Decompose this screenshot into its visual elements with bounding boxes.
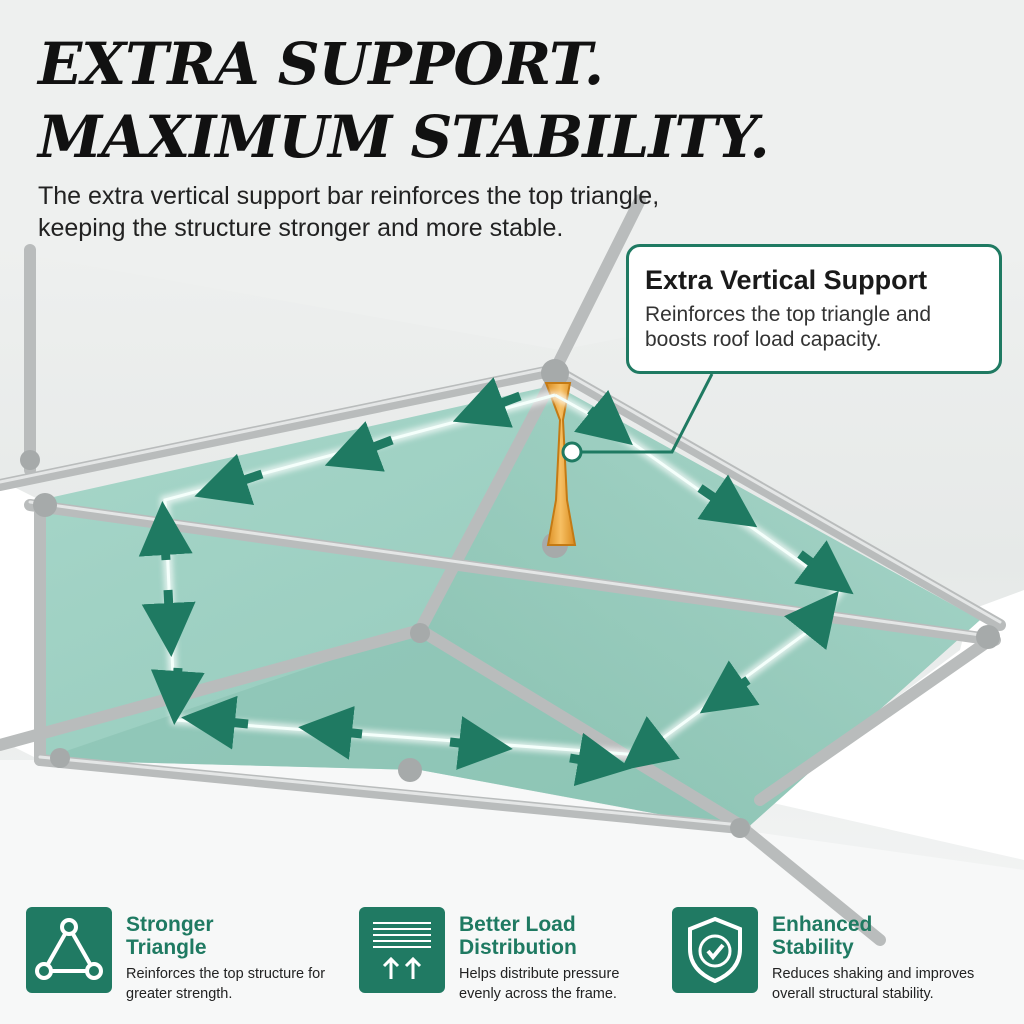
triangle-nodes-icon (26, 907, 112, 993)
load-arrows (138, 377, 854, 787)
headline-line-2: MAXIMUM STABILITY. (38, 103, 770, 171)
extra-vertical-support-callout: Extra Vertical Support Reinforces the to… (626, 244, 1002, 374)
feature-title: Stronger Triangle (126, 913, 214, 959)
feature-title: Enhanced Stability (772, 913, 873, 959)
shield-check-icon (672, 907, 758, 993)
subheadline: The extra vertical support bar reinforce… (38, 182, 660, 242)
floor-area (0, 760, 1024, 1024)
feature-description: Reduces shaking and improves overall str… (772, 966, 975, 1002)
callout-description: Reinforces the top triangle and boosts r… (645, 303, 932, 351)
callout-anchor-dot (561, 441, 583, 463)
roof-panel-lower (40, 630, 745, 830)
feature-title: Better Load Distribution (459, 913, 577, 959)
side-wall-left (0, 480, 40, 760)
feature-stronger-triangle: Stronger Triangle Reinforces the top str… (26, 907, 346, 1007)
feature-better-load-distribution: Better Load Distribution Helps distribut… (359, 907, 679, 1007)
feature-description: Reinforces the top structure for greater… (126, 966, 326, 1002)
callout-title: Extra Vertical Support (645, 265, 928, 295)
headline-line-1: EXTRA SUPPORT. (38, 30, 604, 98)
feature-enhanced-stability: Enhanced Stability Reduces shaking and i… (672, 907, 1012, 1007)
load-distribution-icon (359, 907, 445, 993)
callout-connector (575, 373, 714, 454)
feature-description: Helps distribute pressure evenly across … (459, 966, 620, 1002)
vertical-support-bar (544, 382, 577, 546)
